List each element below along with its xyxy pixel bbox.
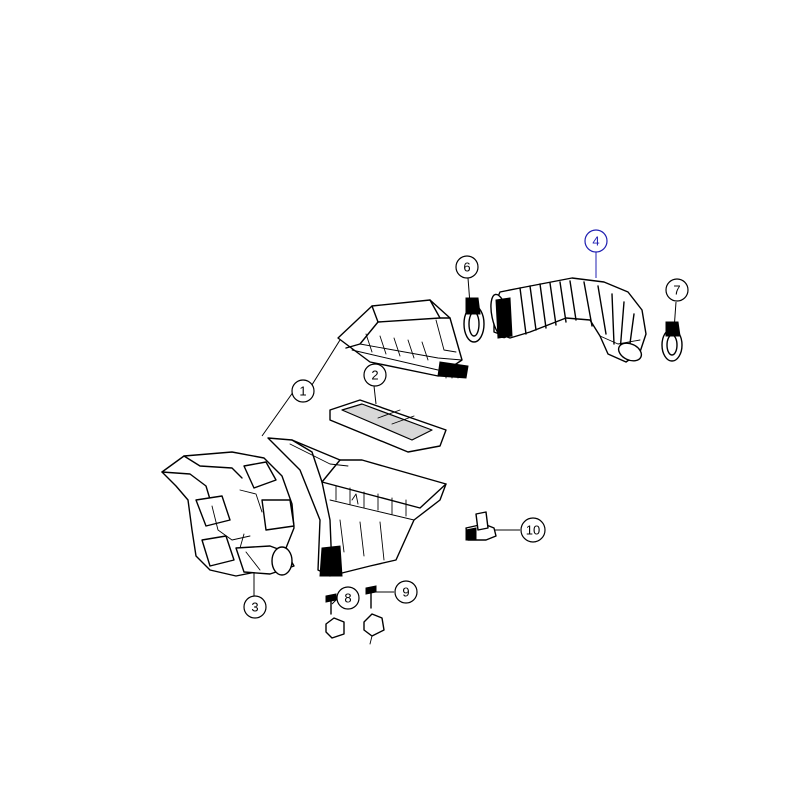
bolt-8 (325, 593, 345, 639)
callout-7-label: 7 (673, 283, 680, 298)
air-filter-element (329, 399, 447, 453)
callout-8-label: 8 (344, 591, 351, 606)
hose-clamp-6 (463, 297, 485, 343)
bolt-9 (363, 585, 385, 645)
callout-2[interactable]: 2 (363, 363, 387, 387)
air-inlet-hose (490, 277, 647, 363)
callout-4[interactable]: 4 (584, 229, 608, 253)
air-intake-duct (161, 451, 295, 577)
callout-7[interactable]: 7 (665, 278, 689, 302)
callout-1-label: 1 (299, 384, 306, 399)
sensor-10 (465, 511, 497, 541)
callout-9[interactable]: 9 (394, 580, 418, 604)
callout-1[interactable]: 1 (291, 379, 315, 403)
callout-9-label: 9 (402, 585, 409, 600)
callout-6[interactable]: 6 (455, 255, 479, 279)
callout-3-label: 3 (251, 600, 258, 615)
air-cleaner-lid (337, 299, 469, 379)
callout-3[interactable]: 3 (243, 595, 267, 619)
callout-4-label: 4 (592, 234, 599, 249)
callout-6-label: 6 (463, 260, 470, 275)
hose-clamp-7 (661, 321, 683, 362)
callout-10-label: 10 (526, 523, 540, 538)
callout-10[interactable]: 10 (520, 517, 546, 543)
callout-2-label: 2 (371, 368, 378, 383)
air-cleaner-housing (267, 437, 447, 577)
callout-8[interactable]: 8 (336, 586, 360, 610)
